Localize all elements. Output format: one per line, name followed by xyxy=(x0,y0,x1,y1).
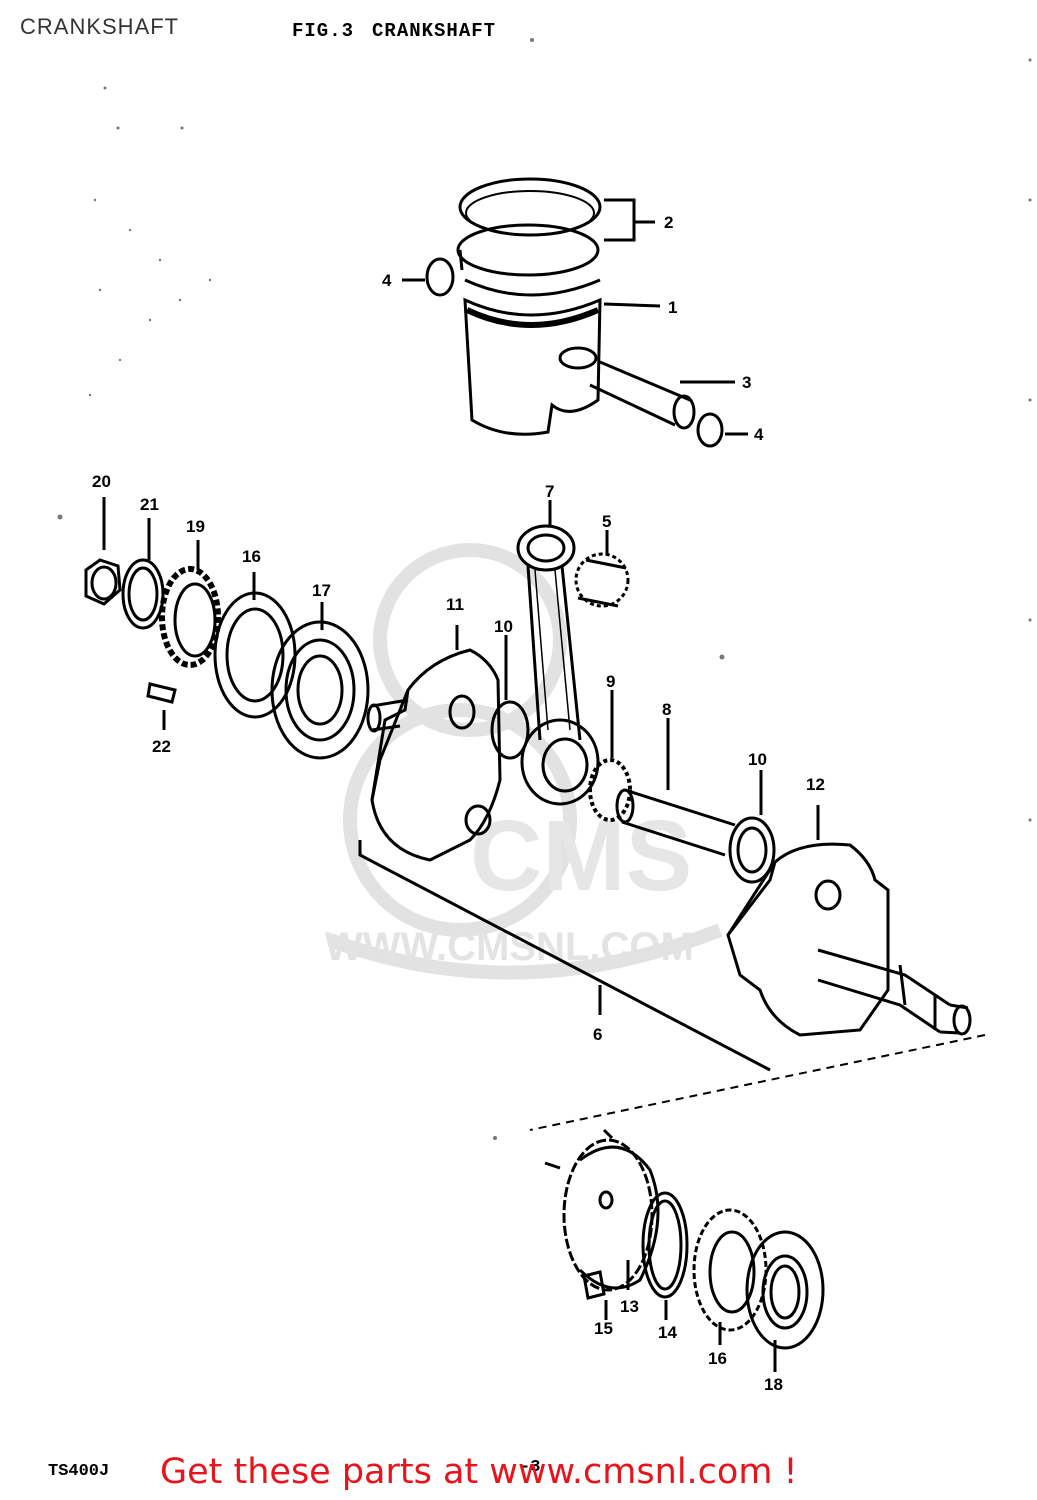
callout-7: 7 xyxy=(545,482,554,501)
key xyxy=(146,682,177,704)
callout-21: 21 xyxy=(140,495,159,514)
page-number: -3 xyxy=(520,1458,541,1477)
output-shaft xyxy=(817,948,951,1034)
left-parts xyxy=(84,497,370,760)
crank-pin xyxy=(615,718,776,884)
piston-pin xyxy=(589,360,691,427)
piston-ring-second xyxy=(456,223,600,277)
callout-5: 5 xyxy=(602,512,611,531)
crank-right xyxy=(358,805,986,1140)
piston-body xyxy=(463,297,602,436)
callout-3: 3 xyxy=(742,373,751,392)
washer xyxy=(121,558,165,630)
watermark-url: WWW.CMSNL.COM xyxy=(325,925,694,969)
page-label: CRANKSHAFT xyxy=(20,14,180,39)
callout-14: 14 xyxy=(658,1323,677,1342)
callout-20: 20 xyxy=(92,472,111,491)
callout-8: 8 xyxy=(662,700,671,719)
callout-6: 6 xyxy=(593,1025,602,1044)
figure-title: FIG.3 CRANKSHAFT xyxy=(292,20,514,42)
callout-2: 2 xyxy=(664,213,673,232)
callout-4a: 4 xyxy=(382,271,392,290)
callout-15: 15 xyxy=(594,1319,613,1338)
primary-gear-plate xyxy=(578,1145,660,1290)
callout-10b: 10 xyxy=(748,750,767,769)
callout-13: 13 xyxy=(620,1297,639,1316)
figure-number: FIG.3 xyxy=(292,20,355,42)
screw xyxy=(582,1270,606,1300)
promo-link[interactable]: Get these parts at www.cmsnl.com ! xyxy=(160,1452,798,1492)
piston-pin-boss xyxy=(558,346,598,370)
callout-labels: 1 2 3 4 4 5 6 7 8 9 10 10 11 12 13 14 15… xyxy=(92,213,825,1394)
pinion-gear xyxy=(159,566,221,668)
crank-left xyxy=(366,625,502,862)
lower-parts xyxy=(544,1138,825,1372)
callout-19: 19 xyxy=(186,517,205,536)
callout-10a: 10 xyxy=(494,617,513,636)
watermark-brand: CMS xyxy=(470,800,692,912)
callout-4b: 4 xyxy=(754,425,764,444)
nut xyxy=(84,558,122,606)
watermark xyxy=(327,543,723,980)
needle-bearing xyxy=(574,552,630,608)
figure-name: CRANKSHAFT xyxy=(372,20,497,42)
scan-noise xyxy=(57,38,1032,1140)
circlip-right xyxy=(696,412,724,448)
model-code: TS400J xyxy=(48,1462,110,1481)
callout-22: 22 xyxy=(152,737,171,756)
piston-assembly xyxy=(402,177,748,448)
shim xyxy=(641,1191,689,1299)
callout-16b: 16 xyxy=(708,1349,727,1368)
oil-seal-lower xyxy=(745,1230,825,1350)
oil-seal-left xyxy=(270,620,370,760)
connecting-rod xyxy=(490,500,632,822)
circlip-left xyxy=(425,257,455,297)
callout-18: 18 xyxy=(764,1375,783,1394)
callout-11: 11 xyxy=(446,595,464,614)
callout-16a: 16 xyxy=(242,547,261,566)
callout-1: 1 xyxy=(668,298,677,317)
callout-12: 12 xyxy=(806,775,825,794)
callout-17: 17 xyxy=(312,581,331,600)
callout-9: 9 xyxy=(606,672,615,691)
